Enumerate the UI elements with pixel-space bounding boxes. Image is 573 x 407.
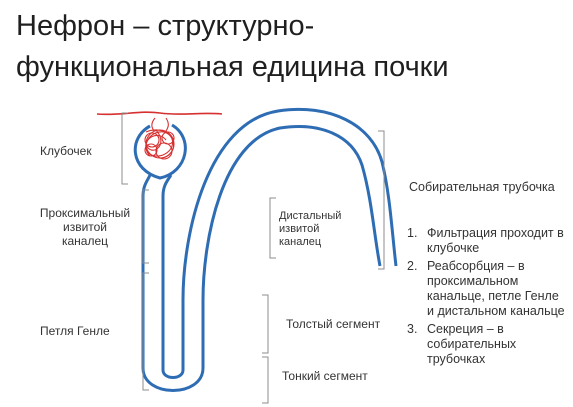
label-collecting-duct: Собирательная трубочка <box>409 180 555 194</box>
arteriole-line <box>96 111 223 116</box>
label-proximal-line-1: Проксимальный <box>39 206 131 220</box>
bracket-thick <box>262 294 269 354</box>
process-text: Фильтрация проходит в клубочке <box>427 226 564 255</box>
label-proximal-line-2: извитой <box>62 220 108 234</box>
label-glomerulus: Клубочек <box>40 144 92 158</box>
label-distal-line-3: каналец <box>279 236 322 248</box>
bracket-collecting <box>378 130 385 270</box>
process-list: 1. Фильтрация проходит в клубочке 2. Реа… <box>407 226 569 370</box>
label-distal-line-2: извитой <box>279 223 320 235</box>
label-distal-tubule: Дистальный извитой каналец <box>279 210 341 249</box>
process-text: Реабсорбция – в проксимальном канальце, … <box>427 259 565 318</box>
bracket-proximal <box>142 189 149 264</box>
process-number: 2. <box>407 259 418 273</box>
process-item: 1. Фильтрация проходит в клубочке <box>407 226 569 256</box>
title-line-1: Нефрон – структурно- <box>16 10 315 42</box>
label-proximal-line-3: каналец <box>61 234 109 248</box>
label-distal-line-1: Дистальный <box>279 210 342 222</box>
page-title: Нефрон – структурно- функциональная едиц… <box>16 6 561 88</box>
process-number: 1. <box>407 226 418 240</box>
label-thick-segment: Толстый сегмент <box>286 317 381 331</box>
process-item: 2. Реабсорбция – в проксимальном канальц… <box>407 259 569 319</box>
bracket-thin <box>262 356 269 404</box>
nephron-tubule-inner <box>161 107 398 379</box>
bowman-capsule <box>133 123 187 180</box>
bracket-henle <box>142 272 149 391</box>
glomerulus-tangle <box>144 117 175 160</box>
process-item: 3. Секреция – в собирательных трубочках <box>407 322 569 367</box>
label-proximal-tubule: Проксимальный извитой каналец <box>30 206 140 248</box>
process-text: Секреция – в собирательных трубочках <box>427 322 517 366</box>
label-thin-segment: Тонкий сегмент <box>282 369 368 383</box>
brackets <box>121 112 385 404</box>
process-number: 3. <box>407 322 418 336</box>
label-henle-loop: Петля Генле <box>40 324 110 338</box>
bracket-glomerulus <box>121 112 128 185</box>
bracket-distal <box>269 197 276 259</box>
title-line-2: функциональная едицина почки <box>16 51 449 83</box>
